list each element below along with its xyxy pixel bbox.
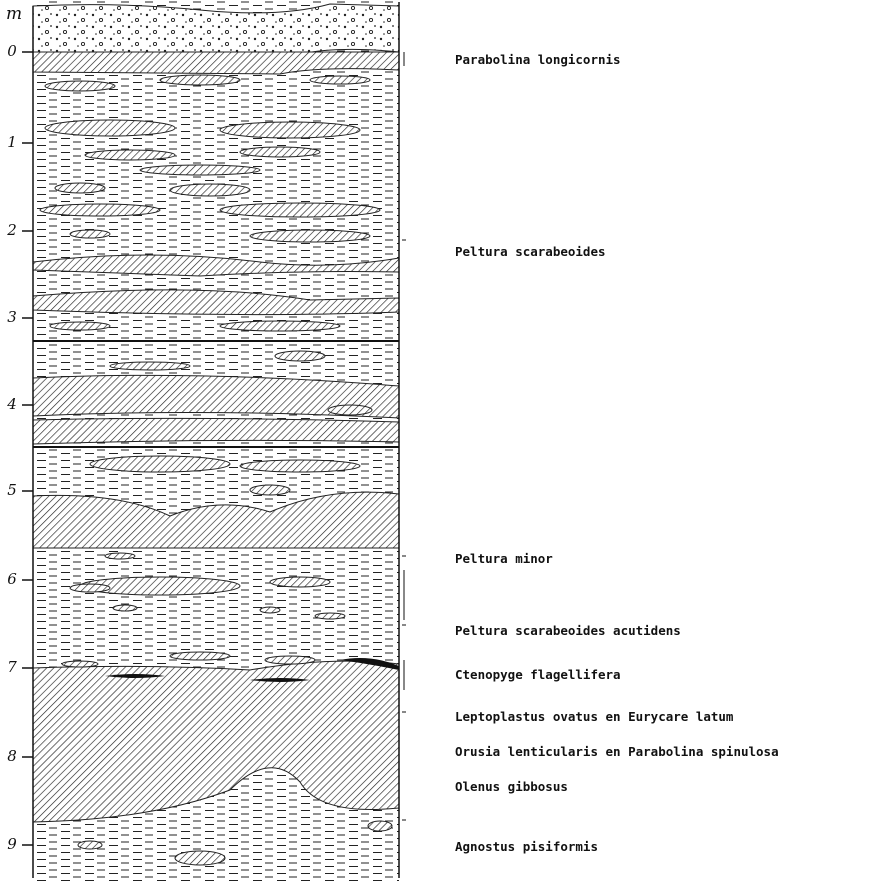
depth-tick-label: 4 — [2, 395, 22, 413]
depth-tick-label: 6 — [2, 570, 22, 588]
fossil-zone-label: Olenus gibbosus — [455, 779, 568, 794]
depth-tick-label: 5 — [2, 481, 22, 499]
depth-tick-label: 2 — [2, 221, 22, 239]
fossil-zone-label: Agnostus pisiformis — [455, 839, 598, 854]
column-drawing — [0, 0, 420, 883]
fossil-zone-label: Ctenopyge flagellifera — [455, 667, 621, 682]
depth-tick-label: 7 — [2, 658, 22, 676]
fossil-zone-label: Parabolina longicornis — [455, 52, 621, 67]
depth-tick-label: 8 — [2, 747, 22, 765]
depth-unit-label: m — [6, 4, 22, 24]
depth-tick-label: 1 — [2, 133, 22, 151]
fossil-zone-label: Orusia lenticularis en Parabolina spinul… — [455, 744, 779, 759]
depth-tick-label: 9 — [2, 835, 22, 853]
fossil-zone-label: Peltura minor — [455, 551, 553, 566]
fossil-zone-label: Peltura scarabeoides — [455, 244, 606, 259]
fossil-zone-label: Leptoplastus ovatus en Eurycare latum — [455, 709, 733, 724]
stratigraphic-column: m 0 1 2 3 4 5 6 7 8 9 — [0, 0, 420, 883]
depth-tick-label: 3 — [2, 308, 22, 326]
depth-tick-label: 0 — [2, 42, 22, 60]
fossil-zone-label: Peltura scarabeoides acutidens — [455, 623, 681, 638]
